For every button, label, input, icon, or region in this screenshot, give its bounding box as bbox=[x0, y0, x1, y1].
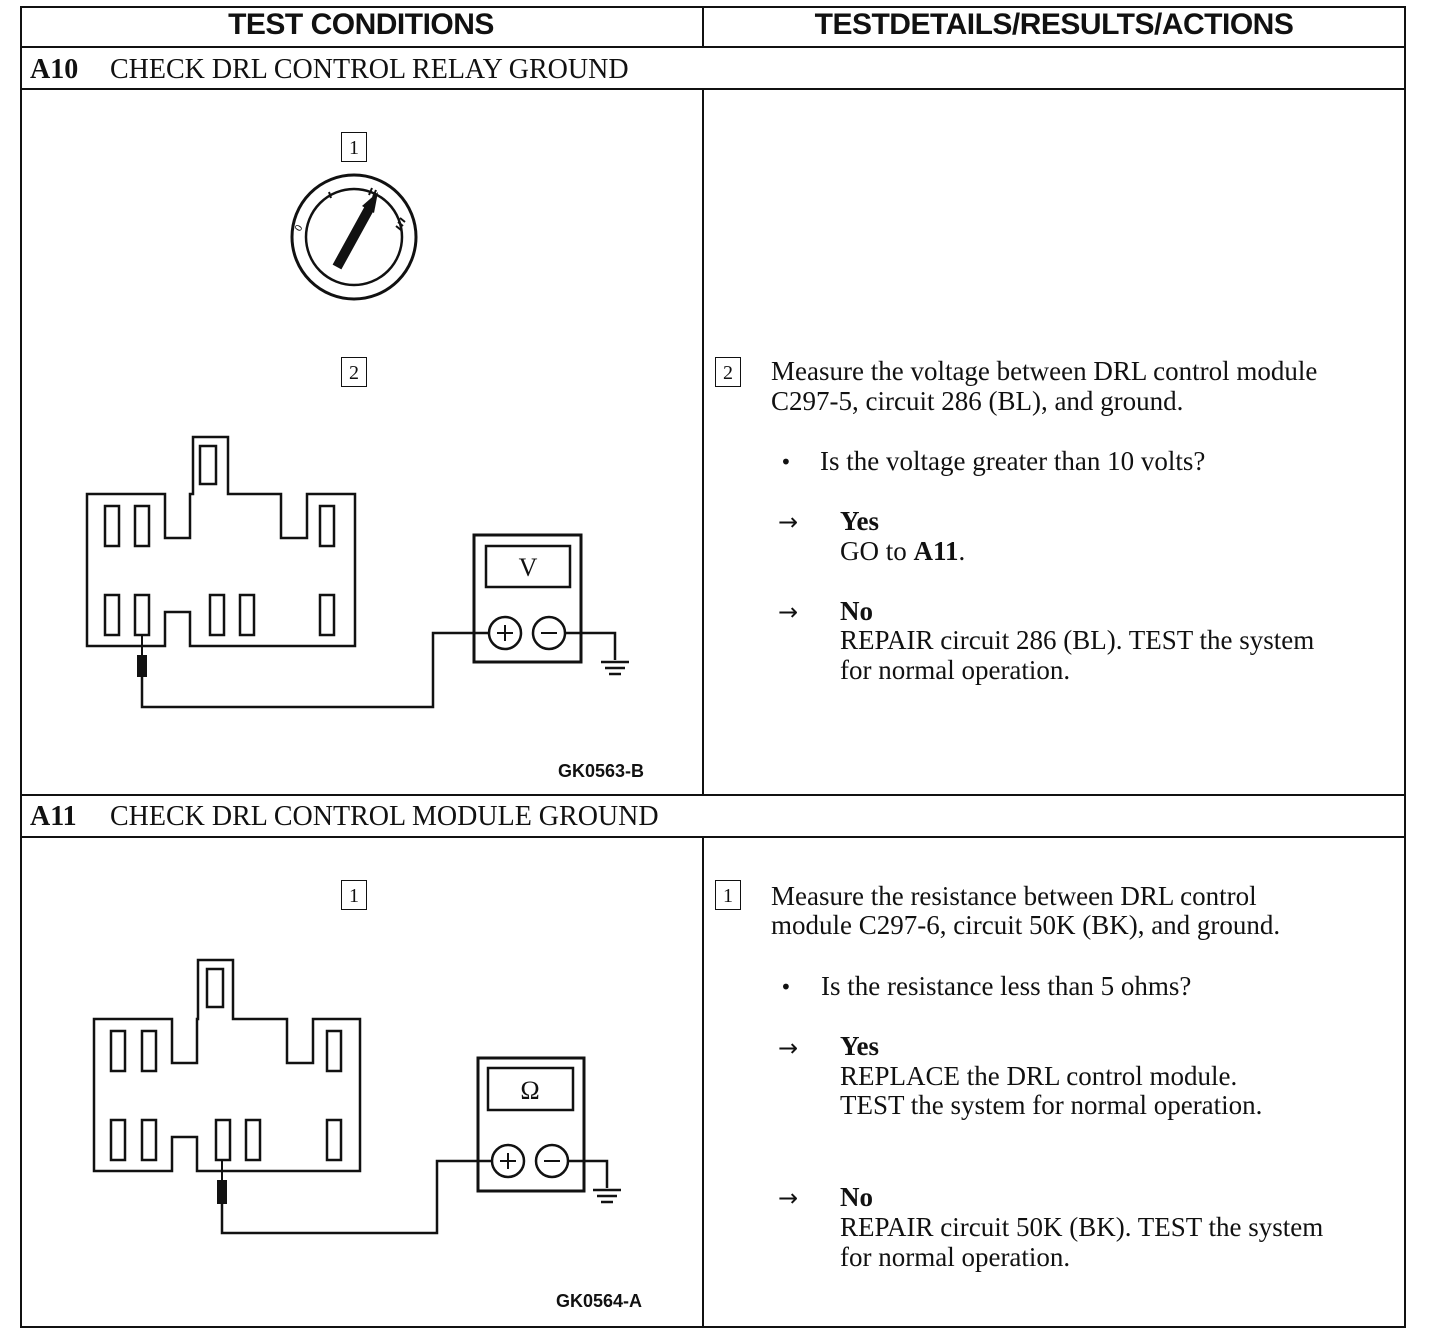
a10-yes-arrow-icon: → bbox=[778, 508, 799, 536]
a10-no-line-1: REPAIR circuit 286 (BL). TEST the system bbox=[840, 625, 1315, 655]
a10-step-badge-1: 1 bbox=[341, 132, 367, 162]
a10-yes-prefix: GO to bbox=[840, 536, 914, 566]
a10-yes-action: GO to A11. bbox=[840, 536, 965, 566]
a10-bullet: • bbox=[780, 450, 792, 474]
a11-title-bottom-border bbox=[20, 836, 1406, 838]
a11-connector-icon bbox=[92, 958, 362, 1173]
a10-step-badge-2: 2 bbox=[341, 357, 367, 387]
a10-title-bottom-border bbox=[20, 88, 1406, 90]
a11-meter-symbol: Ω bbox=[520, 1076, 539, 1105]
section-a11-heading: CHECK DRL CONTROL MODULE GROUND bbox=[110, 801, 659, 832]
a10-probe-wire bbox=[137, 631, 489, 709]
table-right-border bbox=[1404, 6, 1406, 1328]
a10-connector-icon bbox=[85, 435, 357, 648]
a11-probe-wire bbox=[217, 1159, 492, 1235]
a10-question: Is the voltage greater than 10 volts? bbox=[820, 446, 1206, 476]
a11-instruction-line-1: Measure the resistance between DRL contr… bbox=[771, 881, 1257, 911]
header-bottom-border bbox=[20, 46, 1406, 48]
a11-figure-code: GK0564-A bbox=[556, 1291, 643, 1311]
svg-text:0: 0 bbox=[293, 223, 306, 234]
section-a10-heading: CHECK DRL CONTROL RELAY GROUND bbox=[110, 54, 629, 85]
a11-yes-line-2: TEST the system for normal operation. bbox=[840, 1090, 1263, 1120]
ignition-switch-icon: 0 bbox=[290, 173, 418, 301]
a10-multimeter-icon bbox=[472, 533, 617, 664]
a10-no-arrow-icon: → bbox=[778, 598, 799, 626]
a10-ground-icon bbox=[601, 660, 629, 676]
a11-yes-line-1: REPLACE the DRL control module. bbox=[840, 1061, 1238, 1091]
a10-detail-step-badge: 2 bbox=[715, 357, 741, 387]
a11-yes-label: Yes bbox=[840, 1031, 879, 1061]
header-test-conditions: TEST CONDITIONS bbox=[228, 8, 494, 41]
section-a11-title: A11 CHECK DRL CONTROL MODULE GROUND bbox=[30, 801, 659, 833]
a10-yes-suffix: . bbox=[958, 536, 966, 566]
a10-no-line-2: for normal operation. bbox=[840, 655, 1071, 685]
a11-no-line-1: REPAIR circuit 50K (BK). TEST the system bbox=[840, 1212, 1324, 1242]
a10-meter-symbol: V bbox=[519, 553, 538, 582]
a10-instruction-line-2: C297-5, circuit 286 (BL), and ground. bbox=[771, 386, 1184, 416]
header-divider bbox=[702, 6, 704, 48]
a11-bullet: • bbox=[780, 975, 792, 999]
a11-detail-step-badge: 1 bbox=[715, 880, 741, 910]
a11-no-arrow-icon: → bbox=[778, 1184, 799, 1212]
a11-no-label: No bbox=[840, 1182, 873, 1212]
section-a11-id: A11 bbox=[30, 801, 77, 832]
a10-yes-label: Yes bbox=[840, 506, 879, 536]
a10-instruction-line-1: Measure the voltage between DRL control … bbox=[771, 356, 1318, 386]
a10-yes-target-link[interactable]: A11 bbox=[913, 536, 959, 566]
a11-step-badge-1: 1 bbox=[341, 880, 367, 910]
section-a10-title: A10 CHECK DRL CONTROL RELAY GROUND bbox=[30, 54, 629, 86]
table-top-border bbox=[20, 6, 1406, 8]
a11-column-divider bbox=[702, 836, 704, 1328]
a11-title-top-border bbox=[20, 794, 1406, 796]
a10-figure-code: GK0563-B bbox=[558, 761, 645, 781]
table-bottom-border bbox=[20, 1326, 1406, 1328]
a11-yes-arrow-icon: → bbox=[778, 1034, 799, 1062]
table-left-border bbox=[20, 6, 22, 1328]
a11-ground-icon bbox=[593, 1188, 621, 1204]
a11-question: Is the resistance less than 5 ohms? bbox=[821, 971, 1192, 1001]
a11-instruction-line-2: module C297-6, circuit 50K (BK), and gro… bbox=[771, 910, 1281, 940]
section-a10-id: A10 bbox=[30, 54, 79, 85]
a11-multimeter-icon bbox=[476, 1056, 609, 1193]
a10-no-label: No bbox=[840, 596, 873, 626]
a11-no-line-2: for normal operation. bbox=[840, 1242, 1071, 1272]
a10-column-divider bbox=[702, 88, 704, 796]
header-test-details: TESTDETAILS/RESULTS/ACTIONS bbox=[814, 8, 1294, 41]
